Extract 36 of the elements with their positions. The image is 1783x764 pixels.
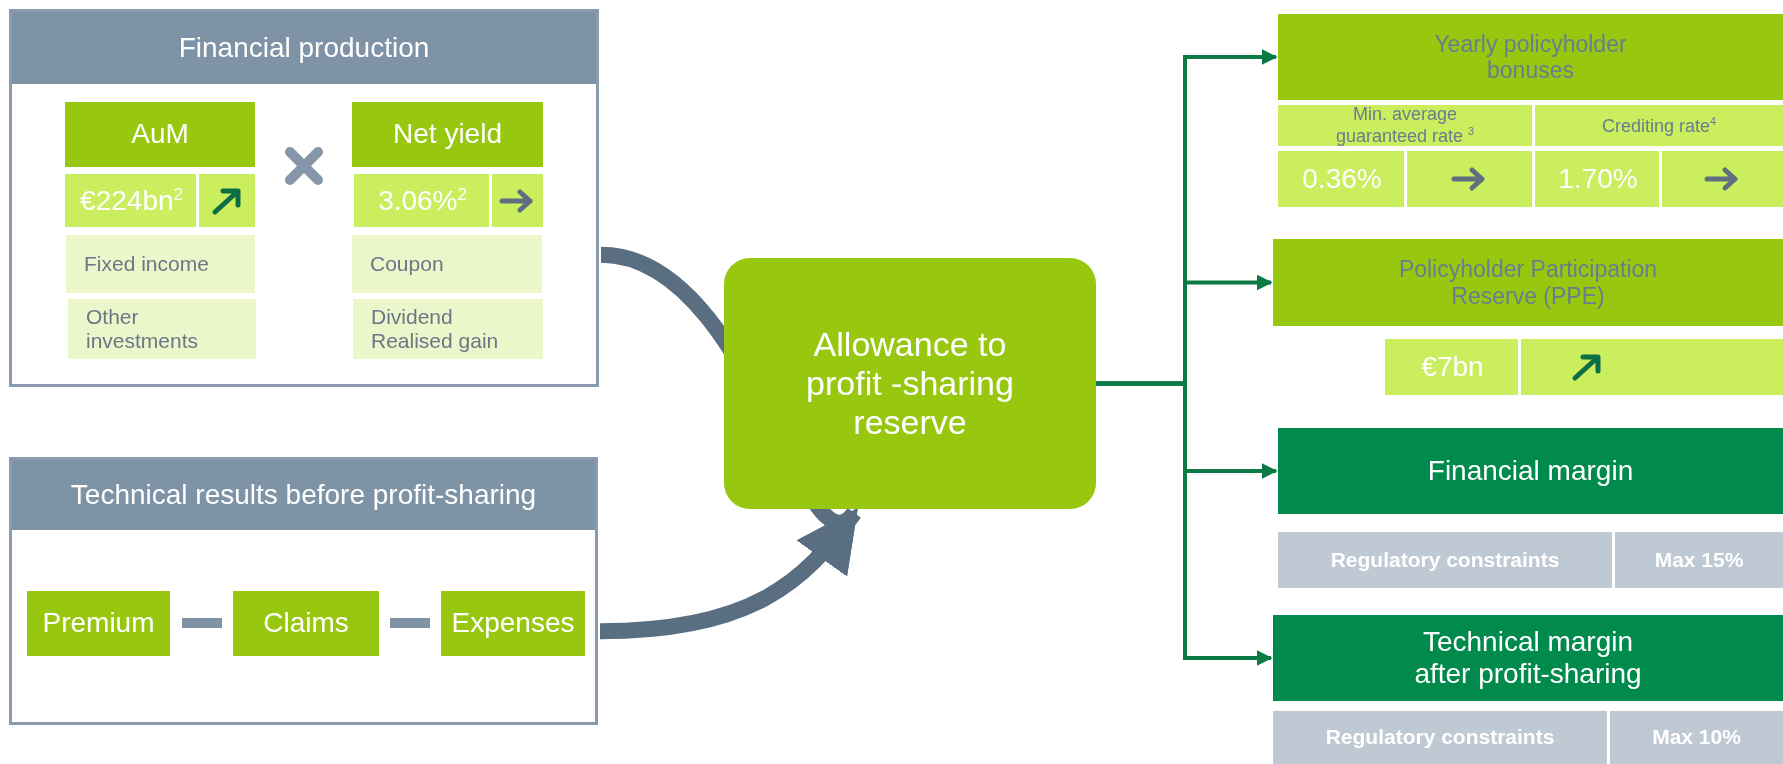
- category-tile: Premium: [27, 591, 170, 656]
- header-tile: Min. average guaranteed rate $^{3}$: [1278, 105, 1532, 146]
- panel: [9, 457, 598, 725]
- category-tile: AuM: [65, 102, 255, 167]
- category-tile: Net yield: [352, 102, 543, 167]
- value-text: 0.36%: [1301, 163, 1383, 195]
- item-tile: Coupon: [352, 235, 542, 293]
- panel-header: Financial production: [12, 12, 596, 84]
- panel: [9, 9, 599, 387]
- value-tile: [354, 174, 543, 227]
- value-tile: [1278, 151, 1532, 207]
- value-text: 1.70%: [1557, 163, 1639, 195]
- category-tile: Policyholder Participation Reserve (PPE): [1273, 239, 1783, 326]
- panel-header: Technical results before profit-sharing: [12, 460, 595, 530]
- value-text: €224bn$^{2}$: [79, 184, 184, 217]
- constraint-tile: Max 15%: [1615, 532, 1783, 588]
- category-tile: Technical margin after profit-sharing: [1273, 615, 1783, 701]
- category-tile: Financial margin: [1278, 428, 1783, 514]
- constraint-tile: Max 10%: [1610, 711, 1783, 764]
- value-text: €7bn: [1420, 351, 1485, 383]
- category-tile: Claims: [233, 591, 379, 656]
- item-tile: Other investments: [68, 299, 256, 359]
- process-box: Allowance to profit -sharing reserve: [724, 258, 1096, 509]
- constraint-tile: Regulatory constraints: [1273, 711, 1607, 764]
- arrow: [1096, 381, 1273, 666]
- value-tile: [1385, 339, 1783, 395]
- arrow: [599, 508, 861, 640]
- constraint-tile: Regulatory constraints: [1278, 532, 1612, 588]
- item-tile: Dividend Realised gain: [353, 299, 543, 359]
- value-tile: [65, 174, 255, 227]
- category-tile: Yearly policyholder bonuses: [1278, 14, 1783, 100]
- category-tile: Expenses: [441, 591, 585, 656]
- header-tile: Crediting rate$^{4}$: [1535, 105, 1783, 146]
- value-tile: [1535, 151, 1783, 207]
- item-tile: Fixed income: [66, 235, 255, 293]
- value-text: 3.06%$^{2}$: [377, 184, 468, 217]
